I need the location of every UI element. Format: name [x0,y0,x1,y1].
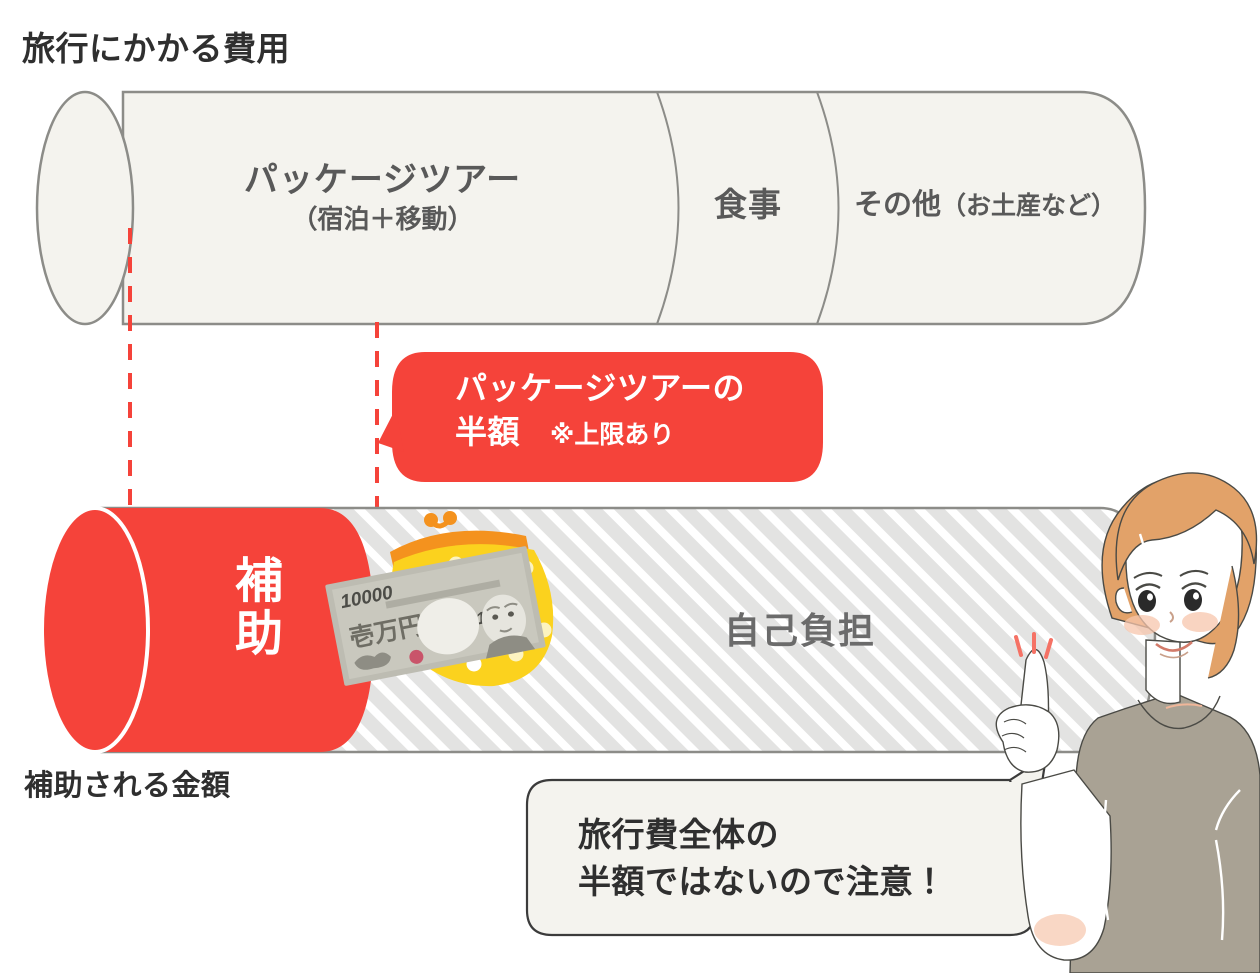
emphasis-ticks [1014,632,1053,659]
red-bubble-line2-group: 半額 ※上限あり [455,412,815,452]
red-bubble-text: パッケージツアーの 半額 ※上限あり [455,368,815,452]
segment-label-subsidy-1: 補 [234,555,285,608]
bottom-cylinder-left-cap [40,506,150,754]
left-blush [1124,615,1160,635]
banknote-portrait [481,594,536,659]
woman-figure [995,472,1260,973]
woman-shirt [1069,692,1260,973]
segment-label-subsidy: 補 助 [205,555,315,662]
page-title: 旅行にかかる費用 [22,30,290,67]
segment-label-meal: 食事 [714,186,782,223]
left-eye [1138,590,1156,612]
index-finger [1017,648,1050,733]
segment-label-subsidy-2: 助 [234,607,285,661]
segment-label-other: その他（お土産など） [830,188,1140,222]
banknote-body [325,546,546,686]
segment-label-other-sub: （お土産など） [941,192,1117,220]
woman-arm [1020,769,1112,961]
fist [995,704,1060,773]
segment-label-package-sub: （宿泊＋移動） [291,204,474,235]
red-bubble-line1: パッケージツアーの [455,370,745,406]
note-bubble-line2: 半額ではないので注意！ [578,862,947,900]
note-bubble-tail [1008,754,1048,861]
segment-label-self-pay: 自己負担 [723,610,876,651]
divider-package-meal [656,91,680,325]
right-eye [1184,589,1202,611]
subsidy-amount-label: 補助される金額 [24,770,231,802]
red-bubble-note: ※上限あり [550,421,675,449]
svg-text:10000: 10000 [475,601,526,629]
right-blush [1182,612,1218,632]
woman-hair-front [1115,472,1258,581]
segment-label-other-main: その他 [853,189,941,221]
woman-hair-back [1101,476,1257,645]
top-cylinder-left-cap [35,90,135,326]
svg-text:10000: 10000 [339,582,395,613]
red-bubble-line2: 半額 [455,414,521,450]
banknote-icon: 10000 10000 壱万円 [325,546,546,686]
red-bubble-tail [378,408,404,452]
mouth [1155,641,1193,652]
woman-face [1125,481,1243,643]
note-bubble-text: 旅行費全体の 半額ではないので注意！ [578,812,998,906]
segment-label-package: パッケージツアー （宿泊＋移動） [240,160,525,235]
note-bubble-line1: 旅行費全体の [578,816,779,853]
purse-icon [390,511,554,687]
woman-neck [1145,639,1181,705]
segment-label-package-main: パッケージツアー [243,161,522,199]
woman-pointing-hand [995,648,1060,773]
svg-text:壱万円: 壱万円 [347,610,426,653]
